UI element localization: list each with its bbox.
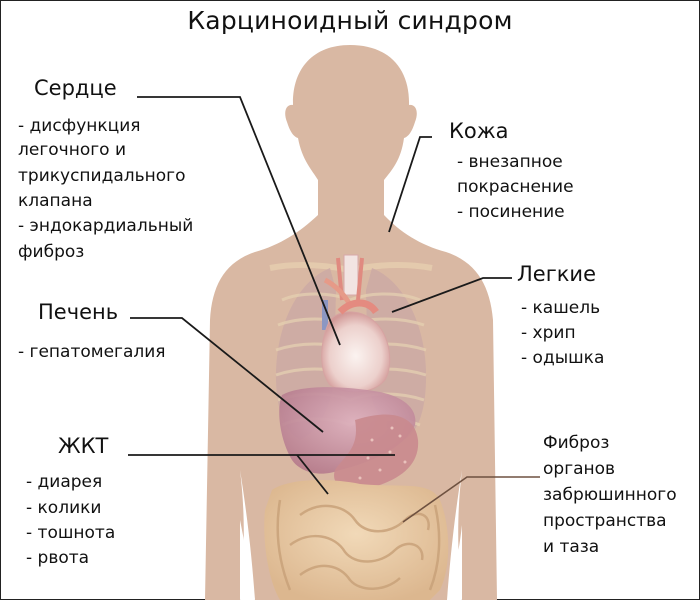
skin-leader-line xyxy=(388,136,432,233)
lungs-heading: Легкие xyxy=(517,262,596,286)
skin-symptom-1: - внезапное xyxy=(457,152,563,172)
skin-symptom-2: покраснение xyxy=(457,177,574,197)
heart-symptom-1: - дисфункция xyxy=(18,116,141,136)
arm-gap-right xyxy=(447,470,462,600)
diagram-title: Карциноидный синдром xyxy=(187,6,513,35)
lungs-symptom-2: - хрип xyxy=(521,323,576,343)
liver-symptom-1: - гепатомегалия xyxy=(18,342,166,362)
skin-heading: Кожа xyxy=(449,119,509,143)
fibrosis-leader-line xyxy=(402,476,540,523)
heart-heading: Сердце xyxy=(34,76,117,100)
fibrosis-line-3: забрюшинного xyxy=(543,485,677,505)
gi-symptom-4: - рвота xyxy=(26,548,90,568)
leader-lines xyxy=(128,96,512,495)
stomach xyxy=(334,414,419,490)
gi-symptom-3: - тошнота xyxy=(26,523,116,543)
heart-leader-line xyxy=(137,96,341,346)
fibrosis-line-1: Фиброз xyxy=(543,433,610,453)
fibrosis-line-4: пространства xyxy=(543,511,667,531)
lungs-symptom-3: - одышка xyxy=(521,348,605,368)
heart-symptom-4: клапана xyxy=(18,191,93,211)
liver-heading: Печень xyxy=(38,300,119,324)
lungs-leader-line xyxy=(391,277,512,313)
gi-branch-line xyxy=(296,454,329,495)
gi-symptom-2: - колики xyxy=(26,498,102,518)
heart-symptom-2: легочного и xyxy=(18,140,127,160)
intestines xyxy=(264,480,449,600)
skin-symptom-3: - посинение xyxy=(457,202,565,222)
gi-heading: ЖКТ xyxy=(58,434,109,458)
heart xyxy=(321,299,391,393)
gi-symptom-1: - диарея xyxy=(26,472,103,492)
heart-symptom-5: - эндокардиальный xyxy=(18,216,194,236)
fibrosis-line-5: и таза xyxy=(543,537,600,557)
heart-symptom-3: трикуспидального xyxy=(18,166,186,186)
lungs-symptom-1: - кашель xyxy=(521,298,601,318)
fibrosis-line-2: органов xyxy=(543,459,616,479)
heart-symptom-6: фиброз xyxy=(18,242,85,262)
arm-gap-left xyxy=(240,470,255,600)
liver-leader-line xyxy=(130,317,324,433)
